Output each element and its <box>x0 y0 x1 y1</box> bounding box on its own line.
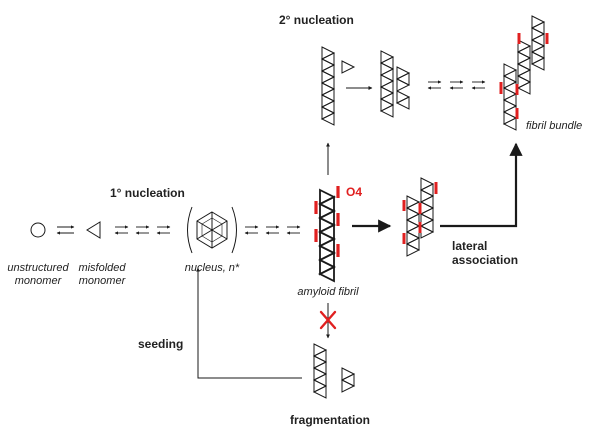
secondary-nucleation-fibril <box>320 46 356 126</box>
fragment-fibrils <box>312 343 356 399</box>
arrow-to-bundle <box>440 142 523 228</box>
equilibrium-arrows-1 <box>56 225 75 235</box>
lateral-association-label-line2: association <box>452 253 519 267</box>
nucleus-complex <box>187 206 237 254</box>
secondary-branching-fibril <box>379 50 411 118</box>
primary-nucleation-label: 1° nucleation <box>110 186 185 200</box>
fibril-bundle <box>502 15 546 131</box>
nucleus-label: nucleus, n* <box>184 262 240 274</box>
seeding-arrow <box>196 267 302 379</box>
lateral-o4-markers <box>402 182 438 244</box>
unstructured-monomer-label-line2: monomer <box>14 275 62 287</box>
unstructured-monomer-label-line1: unstructured <box>7 262 69 274</box>
seeding-label: seeding <box>138 337 184 351</box>
misfolded-monomer-label-line2: monomer <box>78 275 126 287</box>
inhibition-cross-icon <box>319 310 337 330</box>
misfolded-monomer-label-line1: misfolded <box>78 262 126 274</box>
fragmentation-label: fragmentation <box>290 413 371 427</box>
lateral-association-fibrils <box>405 177 435 257</box>
misfolded-monomer-triangle <box>86 221 101 239</box>
bundle-o4-markers <box>499 33 549 119</box>
amyloid-fibril-label: amyloid fibril <box>297 286 359 298</box>
equilibrium-arrows-3 <box>244 225 301 235</box>
equilibrium-arrows-2 <box>114 225 171 235</box>
fibril-bundle-label: fibril bundle <box>526 120 583 132</box>
unstructured-monomer-circle <box>30 222 46 238</box>
amyloid-fibril <box>317 188 337 283</box>
secondary-nucleation-label: 2° nucleation <box>279 13 354 27</box>
o4-oligomer-markers <box>314 186 340 257</box>
lateral-association-label-line1: lateral <box>452 239 488 253</box>
o4-label: O4 <box>346 185 363 199</box>
equilibrium-arrows-4 <box>427 80 486 90</box>
